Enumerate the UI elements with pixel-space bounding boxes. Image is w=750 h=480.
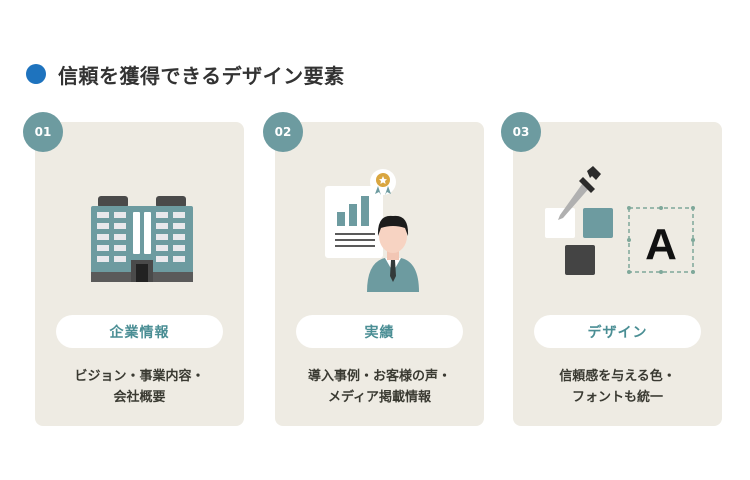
card-description: 信頼感を与える色・ フォントも統一 xyxy=(559,369,676,405)
card-achievements: 02 実績 導入事例・お客様の声・ メディア掲載情報 xyxy=(263,112,484,426)
card-design: 03 A デザイン 信頼感を与える色・ フォントも統一 xyxy=(501,112,722,426)
card-number-badge: 02 xyxy=(263,112,303,152)
heading-title: 信頼を獲得できるデザイン要素 xyxy=(58,63,345,88)
card-description: 導入事例・お客様の声・ メディア掲載情報 xyxy=(307,369,451,405)
card-label-pill: デザイン xyxy=(534,315,701,348)
businessman-with-report-icon xyxy=(275,162,484,292)
heading-dot-icon xyxy=(26,64,46,84)
card-label-pill: 実績 xyxy=(296,315,463,348)
card-label-pill: 企業情報 xyxy=(56,315,223,348)
card-number-badge: 01 xyxy=(23,112,63,152)
card-number-badge: 03 xyxy=(501,112,541,152)
color-picker-font-icon: A xyxy=(513,162,722,292)
card-description: ビジョン・事業内容・ 会社概要 xyxy=(74,369,205,405)
office-building-icon xyxy=(35,162,244,292)
section-heading: 信頼を獲得できるデザイン要素 xyxy=(26,61,345,88)
card-company-info: 01 企業情報 ビジョン・事業 xyxy=(23,112,244,426)
font-sample-letter: A xyxy=(645,220,677,269)
